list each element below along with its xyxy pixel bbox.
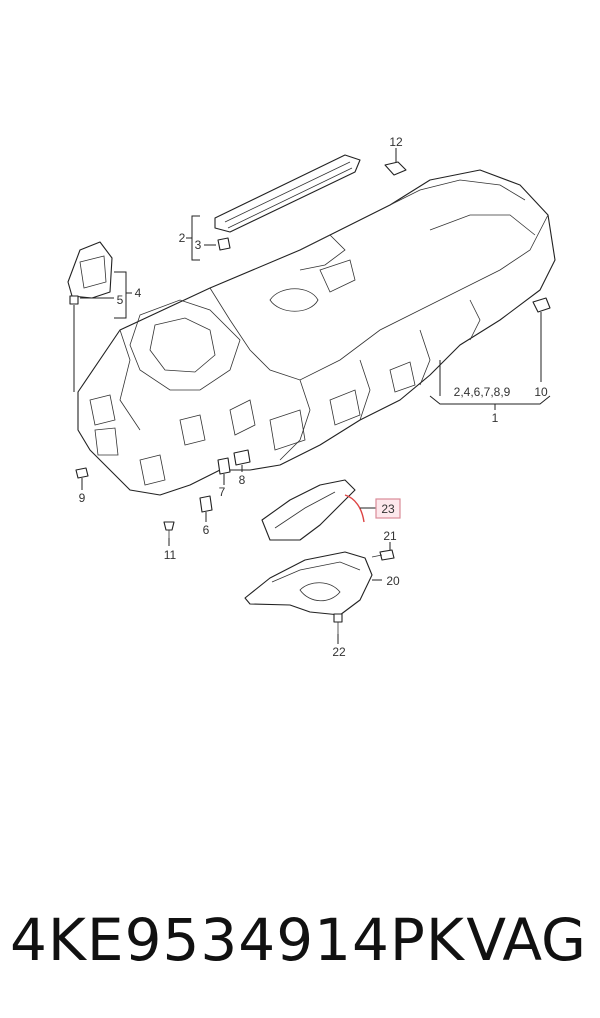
callout-5[interactable]: 5 [117,293,124,307]
callout-6[interactable]: 6 [203,523,210,537]
part-number-label: 4KE9534914PK [10,906,465,974]
callout-2[interactable]: 2 [179,231,186,245]
callout-3[interactable]: 3 [195,238,202,252]
part-12-clip [384,161,407,176]
callout-11[interactable]: 11 [164,548,177,562]
brand-label: VAG [466,906,586,974]
caption-footer: 4KE9534914PK VAG [0,895,600,985]
callout-7[interactable]: 7 [219,485,226,499]
callout-1[interactable]: 1 [492,411,499,425]
dashboard-panel [77,169,556,496]
callout-4[interactable]: 4 [135,286,142,300]
callout-1-group[interactable]: 2,4,6,7,8,9 [454,385,511,399]
part-23-steering-column-trim [261,479,365,541]
dashboard-exploded-diagram: 12 2 3 4 5 9 7 8 6 11 10 2,4,6,7,8,9 1 2… [67,135,556,659]
part-22-screw [333,613,343,634]
part-20-lower-trim-panel [244,551,373,616]
part-3-clip [217,237,231,251]
part-10-clip [532,297,551,313]
part-21-screw [371,549,395,561]
callout-23-highlight-box [375,498,401,519]
callout-23[interactable]: 23 [381,502,395,516]
callout-9[interactable]: 9 [79,491,86,505]
small-fasteners [75,449,251,538]
callout-8[interactable]: 8 [239,473,246,487]
defroster-vent-grille [214,154,361,233]
callout-20[interactable]: 20 [386,574,400,588]
callout-12[interactable]: 12 [389,135,403,149]
leader-lines [73,148,551,644]
side-bracket-assembly [67,241,113,305]
callout-22[interactable]: 22 [332,645,346,659]
callout-10[interactable]: 10 [534,385,548,399]
callout-21[interactable]: 21 [383,529,397,543]
